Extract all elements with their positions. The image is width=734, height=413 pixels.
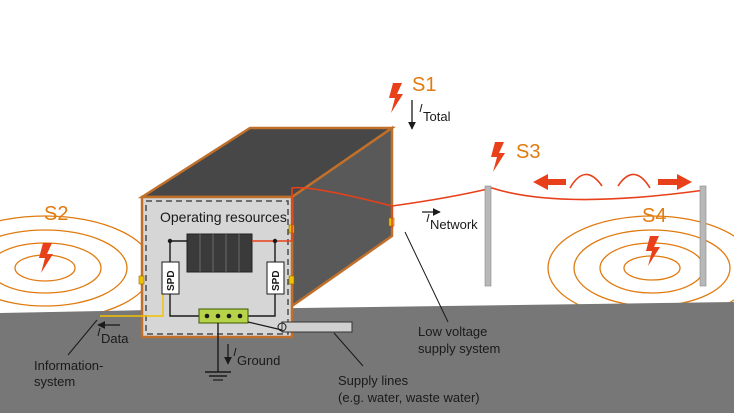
spd-right: SPD [266,238,285,295]
leader-lines [67,231,449,367]
source-s2-label: S2 [44,203,68,225]
current-total: Total [408,100,451,130]
internal-wiring [100,240,292,317]
s3-lightning-icon [491,142,505,172]
spd-right-label: SPD [271,270,282,291]
equipotential-boundary [145,200,289,335]
low-voltage-network [291,185,707,287]
information-system-label-line1: Information- [34,358,103,373]
s3-propagation [533,173,692,190]
supply-pipe [247,321,353,333]
current-network: Network [422,208,478,232]
s1-lightning-icon [389,83,403,113]
utility-pole-right [699,185,707,287]
utility-pole-left [484,185,492,287]
current-ground-label: Ground [237,353,280,368]
s2-lightning-icon [39,243,53,273]
current-data-label: Data [101,331,129,346]
current-ground: Ground [224,344,280,368]
current-total-label: Total [423,109,451,124]
spd-left: SPD [161,238,180,295]
s2-field-rings [0,215,154,321]
current-network-label: Network [430,217,478,232]
low-voltage-label-line1: Low voltage [418,324,487,339]
source-s1-label: S1 [412,74,436,96]
source-s4-label: S4 [642,205,666,227]
spd-left-label: SPD [166,270,177,291]
operating-resources-label: Operating resources [160,209,287,225]
supply-lines-label-line1: Supply lines [338,373,409,388]
operating-resources-cabinet [186,233,253,273]
source-s3-label: S3 [516,141,540,163]
supply-lines-label-line2: (e.g. water, waste water) [338,390,480,405]
current-data: Data [97,321,129,346]
s4-lightning-icon [646,236,660,266]
low-voltage-label-line2: supply system [418,341,500,356]
information-system-label-line2: system [34,374,75,389]
equipotential-bonding-bar [198,308,249,381]
